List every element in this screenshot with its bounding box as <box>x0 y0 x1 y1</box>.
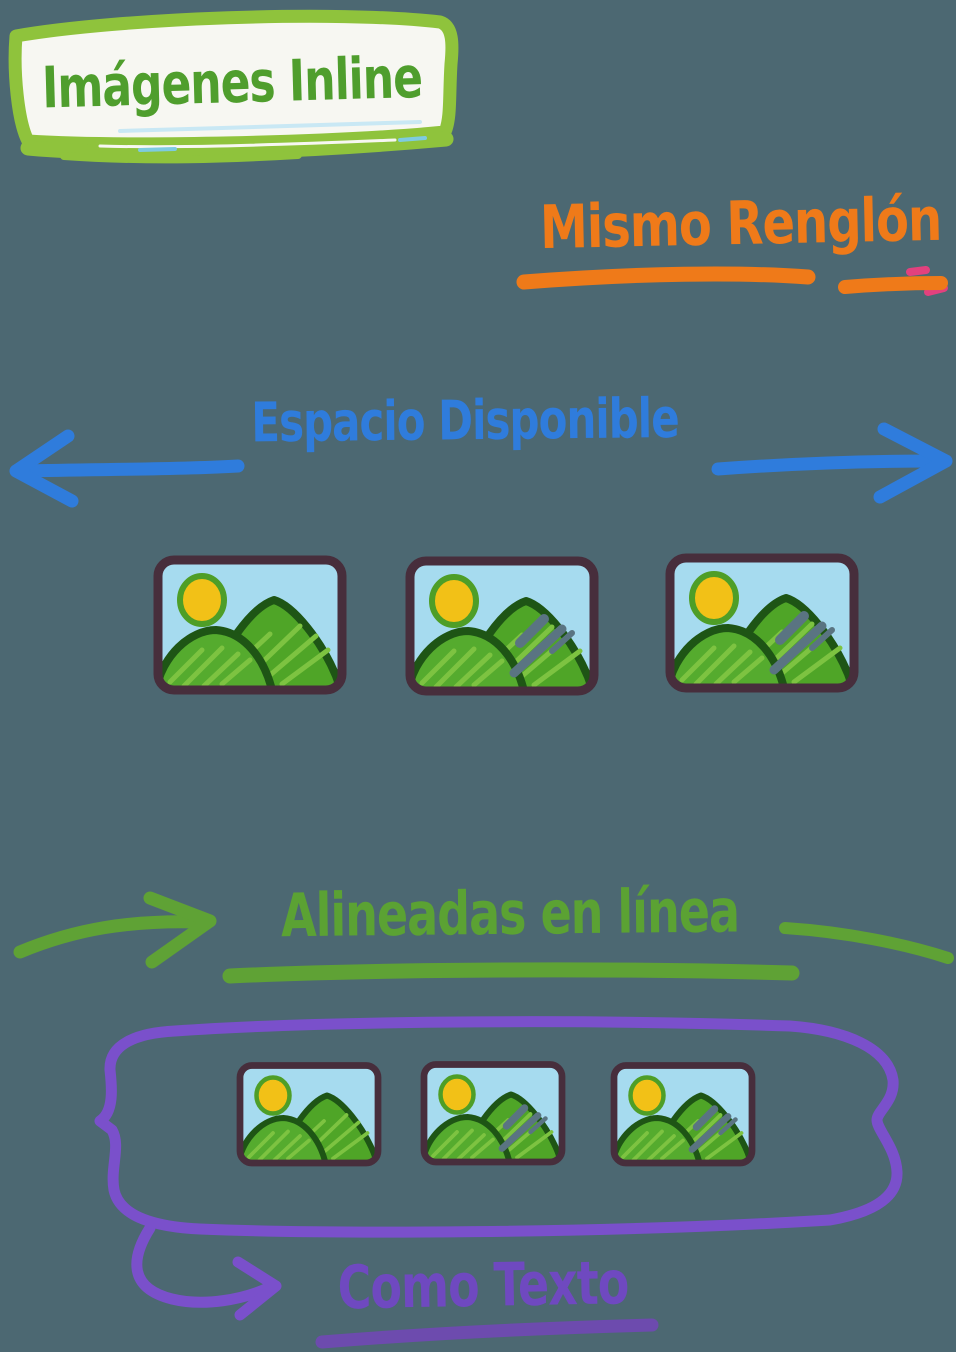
page-title: Imágenes Inline <box>41 44 423 122</box>
image-icon <box>613 1066 753 1164</box>
blue-arrow-left <box>9 429 245 508</box>
orange-underline <box>516 266 948 296</box>
purple-arrow <box>131 1222 282 1321</box>
available-space-label: Espacio Disponible <box>251 386 679 455</box>
purple-underline <box>315 1318 659 1349</box>
green-connector-line <box>779 922 954 964</box>
green-arrow <box>13 891 217 969</box>
aligned-inline-label: Alineadas en línea <box>280 875 740 951</box>
purple-container <box>94 1016 903 1238</box>
as-text-label: Como Texto <box>337 1247 629 1323</box>
image-icon <box>156 560 342 690</box>
title-banner <box>8 9 459 164</box>
banner-swoosh <box>20 131 454 161</box>
image-icon <box>239 1066 379 1164</box>
green-underline <box>222 962 800 984</box>
blue-arrow-right <box>711 422 953 504</box>
image-icon <box>423 1065 563 1163</box>
image-icon <box>408 561 594 691</box>
image-icon <box>668 558 854 688</box>
same-line-label: Mismo Renglón <box>539 184 942 264</box>
